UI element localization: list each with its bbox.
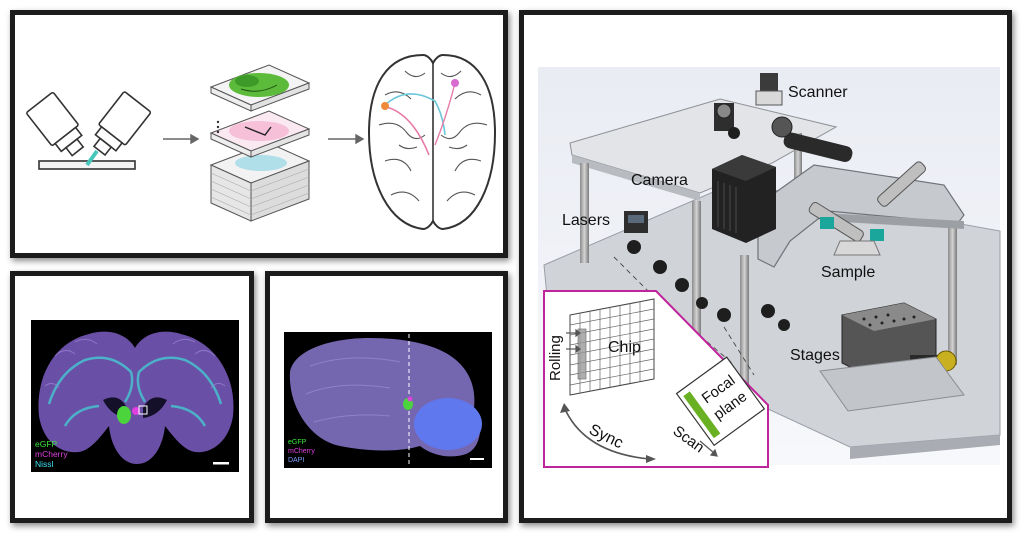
legend-egfp: eGFP	[288, 439, 307, 446]
label-sample: Sample	[821, 264, 875, 281]
focal-plane-card: Focal plane	[675, 356, 766, 447]
sync-arrow-head-right	[646, 455, 656, 463]
brain-icon	[367, 53, 497, 231]
legend-nissl: Nissl	[35, 459, 54, 469]
sagittal-section-image: eGFP mCherry DAPI	[284, 332, 492, 468]
label-rolling: Rolling	[547, 335, 564, 381]
coronal-brain-slice	[38, 331, 234, 464]
workflow-illustration	[26, 53, 497, 231]
microscope-setup-illustration: Scanner Camera Lasers Sample Stages	[538, 67, 1001, 468]
legend-dapi: DAPI	[288, 457, 304, 464]
rolling-shutter-inset: Chip Rolling Focal plane Sync Scan	[543, 290, 769, 468]
sample-objectives	[808, 161, 926, 256]
rolling-row-highlight	[577, 328, 587, 380]
label-scanner: Scanner	[788, 84, 848, 101]
coronal-section-panel: eGFP mCherry Nissl	[10, 271, 254, 523]
label-stages: Stages	[790, 347, 840, 364]
sagittal-section-panel: eGFP mCherry DAPI	[265, 271, 508, 523]
microscope-setup-panel: Scanner Camera Lasers Sample Stages	[519, 10, 1012, 523]
sensor-chip-grid	[569, 298, 655, 396]
camera-unit	[712, 155, 776, 243]
scanner-unit	[714, 73, 853, 162]
sync-arrow-head-up	[560, 403, 570, 413]
rolling-arrows	[566, 328, 581, 354]
laser-module	[624, 211, 648, 233]
arrow-right-icon	[163, 133, 365, 145]
gantry-beam	[824, 213, 964, 229]
focal-plane-bar	[683, 391, 721, 439]
sync-arc	[563, 406, 651, 460]
legend-mcherry: mCherry	[288, 448, 315, 455]
label-camera: Camera	[631, 172, 688, 189]
legend-egfp: eGFP	[35, 439, 58, 449]
sagittal-brain-slice	[289, 334, 482, 466]
setup-labels: Scanner Camera Lasers Sample Stages	[562, 84, 875, 364]
guide-lines	[613, 256, 755, 376]
label-chip: Chip	[608, 339, 641, 356]
legend-mcherry: mCherry	[35, 449, 68, 459]
sagittal-legend: eGFP mCherry DAPI	[288, 439, 315, 464]
coronal-legend: eGFP mCherry Nissl	[35, 439, 68, 469]
scale-bar	[213, 462, 229, 465]
scale-bar	[470, 458, 484, 460]
base-plate-edge	[850, 435, 1000, 459]
microscope-objective-icon	[26, 91, 152, 170]
label-lasers: Lasers	[562, 212, 610, 229]
optical-mounts	[627, 127, 790, 331]
workflow-panel	[10, 10, 508, 258]
scan-arrow	[699, 440, 718, 457]
section-stack-icon	[209, 64, 311, 222]
top-plate-edge	[572, 155, 700, 201]
coronal-section-image: eGFP mCherry Nissl	[31, 320, 239, 472]
translation-stages	[819, 302, 965, 412]
